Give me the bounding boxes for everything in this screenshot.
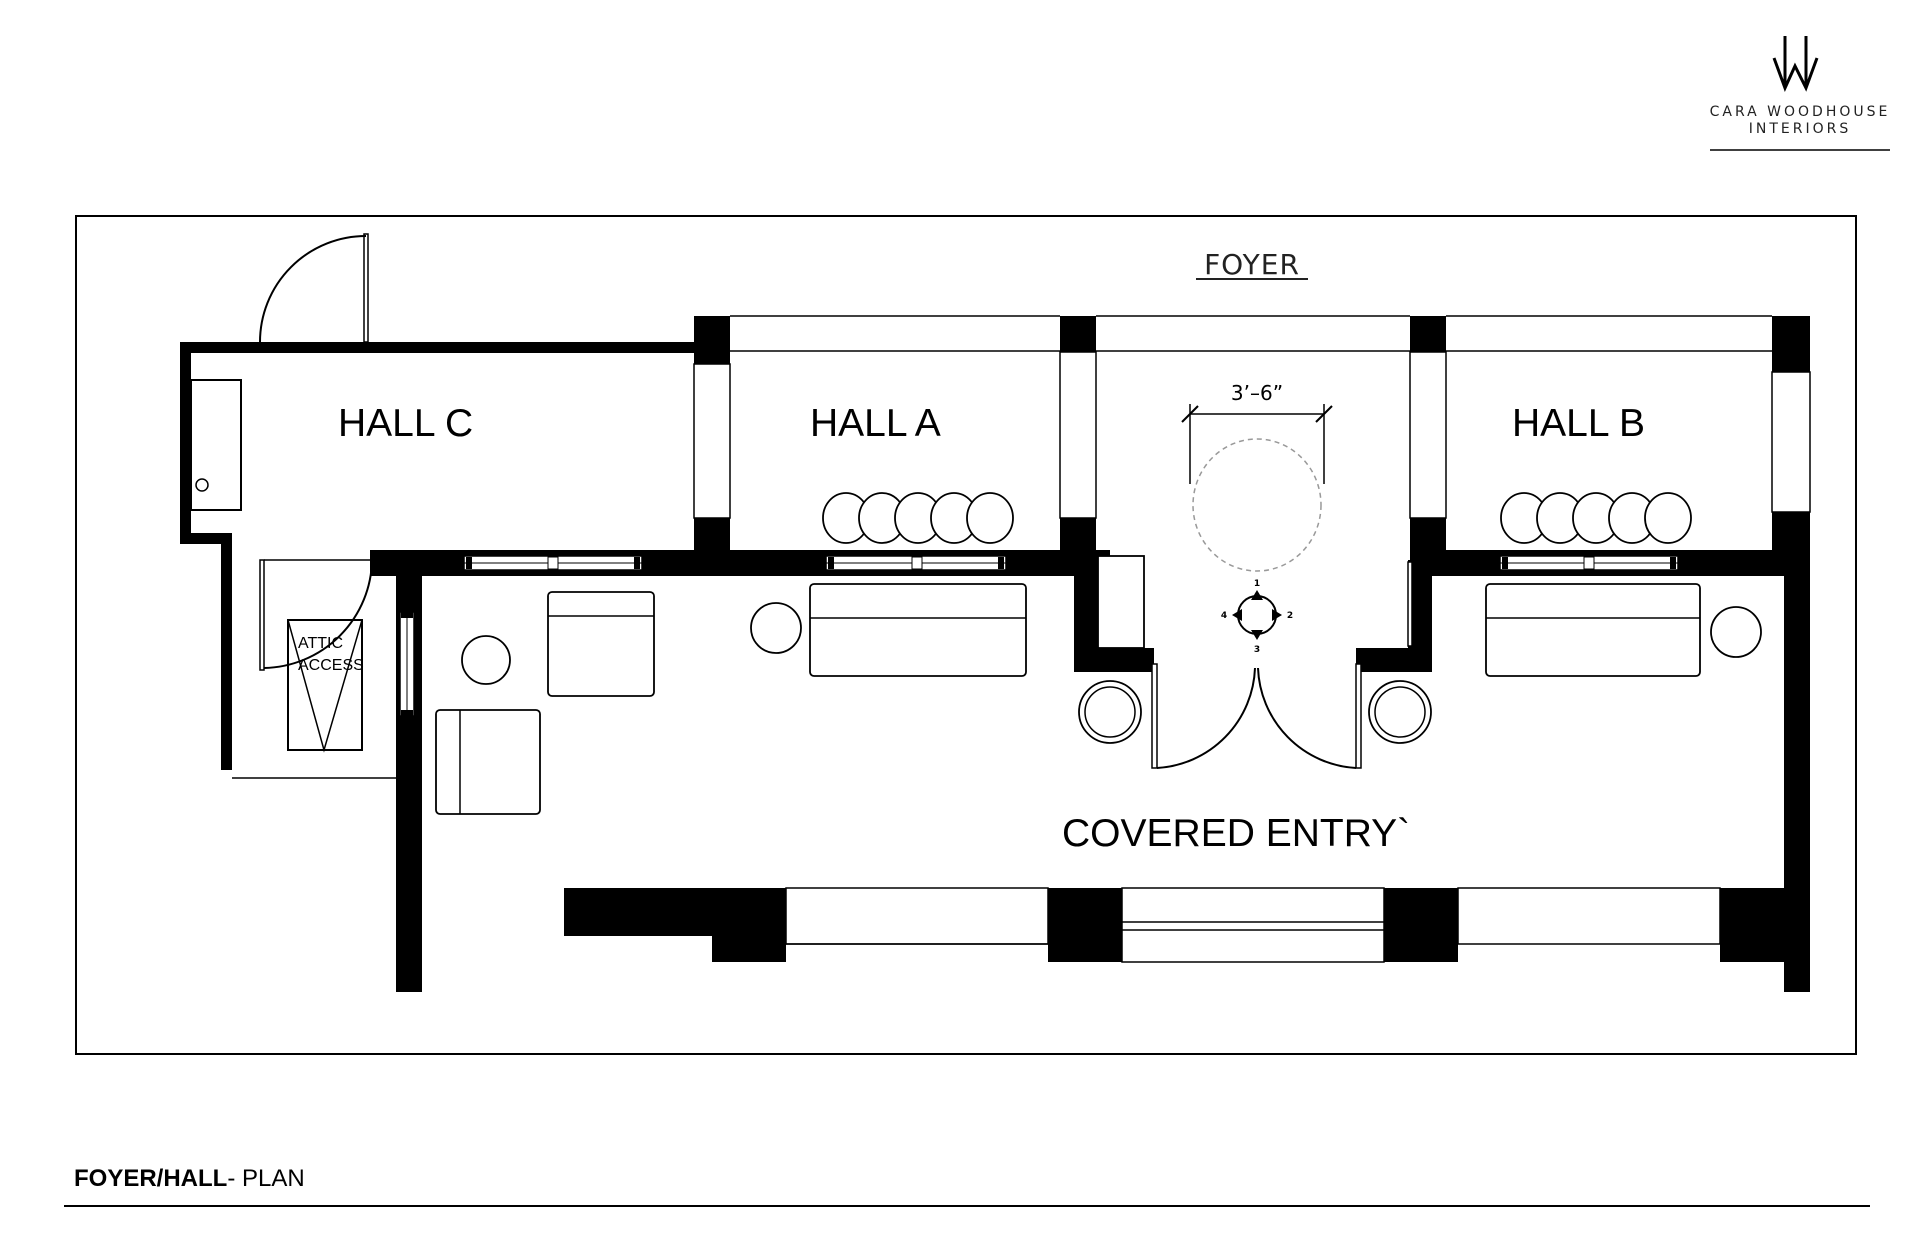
window-corridor-side: [399, 611, 415, 717]
compass-e: 2: [1287, 611, 1293, 621]
wall-hallc-stub: [221, 533, 232, 553]
wall-hallc-bottom-left: [180, 533, 232, 544]
chandelier-outline: [1192, 438, 1322, 572]
side-table-5: [1368, 680, 1432, 744]
column-2: [1384, 888, 1458, 962]
compass-n: 1: [1254, 579, 1260, 589]
side-table-2: [750, 602, 802, 654]
wall-foyer-left-foot: [1074, 648, 1154, 672]
wall-hallc-top: [180, 342, 694, 353]
room-label-covered-entry: COVERED ENTRY`: [1062, 812, 1410, 855]
foyer-console: [1097, 555, 1145, 649]
wall-bottom-left-step: [712, 934, 786, 962]
room-label-hall-b: HALL B: [1512, 402, 1645, 445]
wall-hallc-left: [180, 342, 191, 544]
hallc-closet: [190, 379, 242, 511]
attic-label-line2: ACCESS: [298, 657, 364, 674]
footer-title-rest: - PLAN: [227, 1165, 304, 1192]
window-hall-c: [463, 555, 643, 571]
window-hall-a: [825, 555, 1007, 571]
doors: [259, 233, 1433, 769]
door-foyer-side-right: [1407, 551, 1433, 647]
hall-b-bench-cushions: [1500, 492, 1692, 544]
room-label-hall-c: HALL C: [338, 402, 473, 445]
footer-title: FOYER/HALL- PLAN: [74, 1165, 305, 1192]
wall-bottom-left: [564, 888, 786, 936]
compass-s: 3: [1254, 645, 1260, 655]
side-table-4: [1078, 680, 1142, 744]
compass-icon: 1 2 3 4: [1221, 579, 1293, 655]
dimension-3-6: 3’–6”: [1181, 381, 1333, 484]
column-3: [1720, 888, 1810, 962]
pier-5: [1410, 316, 1446, 352]
compass-w: 4: [1221, 611, 1227, 621]
attic-access: ATTIC ACCESS: [287, 619, 364, 753]
hall-a-bench-cushions: [822, 492, 1014, 544]
sofa-hall-b: [1485, 583, 1701, 677]
window-hall-b: [1499, 555, 1679, 571]
sofa-hall-a: [809, 583, 1027, 677]
wall-corridor-left: [221, 545, 232, 770]
pier-3: [1060, 316, 1096, 352]
room-label-hall-a: HALL A: [810, 402, 941, 445]
wall-foyer-right-foot: [1356, 648, 1432, 672]
wall-stub-left: [396, 550, 436, 576]
door-entry-left: [1151, 663, 1256, 769]
footer-title-bold: FOYER/HALL: [74, 1165, 227, 1192]
furniture: [435, 492, 1762, 815]
side-table-3: [1710, 606, 1762, 658]
pier-1: [694, 316, 730, 364]
drawing-frame: [75, 215, 1857, 1055]
foyer-label: FOYER: [1204, 248, 1300, 281]
brand-subtitle: INTERIORS: [1749, 121, 1852, 137]
windows: [399, 555, 1679, 717]
door-attic: [259, 559, 373, 671]
brand-logo: CARA WOODHOUSE INTERIORS: [1710, 36, 1891, 151]
logo-mark-icon: [1772, 36, 1819, 92]
brand-name: CARA WOODHOUSE: [1710, 104, 1891, 120]
attic-label-line1: ATTIC: [298, 635, 343, 652]
side-table-1: [461, 635, 511, 685]
armchair-lower: [435, 709, 541, 815]
footer: FOYER/HALL- PLAN: [64, 1165, 1870, 1207]
dimension-label: 3’–6”: [1231, 381, 1283, 405]
door-foyer-side-left: [1077, 555, 1097, 573]
pier-2: [694, 518, 730, 576]
armchair-upper: [547, 591, 655, 697]
pier-7: [1772, 316, 1810, 372]
column-1: [1048, 888, 1122, 962]
thin-lines: [190, 315, 1811, 963]
door-entry-right: [1257, 663, 1362, 769]
foyer-label-group: FOYER: [1196, 248, 1308, 281]
door-hall-c-top: [259, 233, 369, 351]
